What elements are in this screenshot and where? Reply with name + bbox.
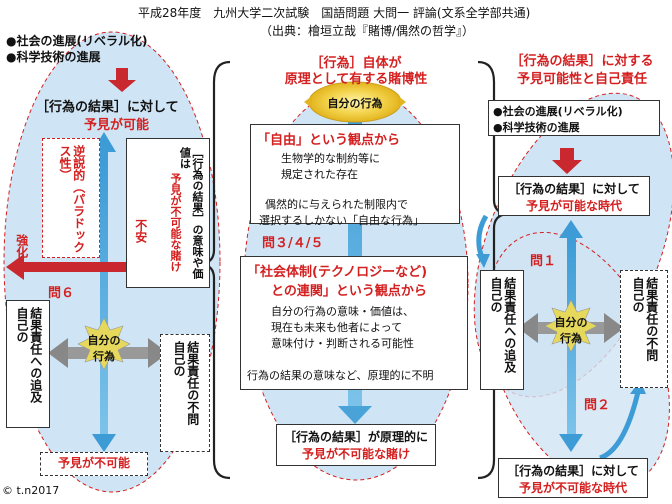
right-gray-arrow-right xyxy=(604,313,624,343)
right-bottom-box: ［行為の結果］に対して 予見が不可能な時代 xyxy=(498,458,648,498)
left-bottom-box: 予見が不可能 xyxy=(40,452,148,476)
freedom-line3: 偶然的に与えられた制限内で xyxy=(265,198,408,211)
paradox-text: 逆説的（パラドックス性） xyxy=(58,145,86,253)
right-starburst xyxy=(544,299,598,353)
left-down-arrowhead xyxy=(92,434,116,452)
strengthen-shaft xyxy=(22,262,162,272)
left-result-line1: ［行為の結果］に対して xyxy=(36,100,179,115)
paradox-box: 逆説的（パラドックス性） xyxy=(42,138,100,258)
social-line3: 意味付け・判断される可能性 xyxy=(271,337,414,350)
left-noresp-text: 結果責任の不問 自己の xyxy=(172,341,200,437)
left-red-arrow xyxy=(108,68,136,92)
right-self-center: 自分の行為 xyxy=(554,316,588,345)
right-bullets-box: ●社会の進展(リベラル化) ●科学技術の進展 xyxy=(488,100,660,136)
left-gray-arrow-left xyxy=(48,338,68,368)
right-result-line1: ［行為の結果］に対して xyxy=(508,182,640,196)
right-q1: 問１ xyxy=(530,254,557,269)
center-title-1: ［行為］自体が xyxy=(310,56,402,71)
left-tracking-box: 結果責任への追及 自己の xyxy=(6,300,50,428)
right-bottom-line1: ［行為の結果］に対して xyxy=(507,464,639,478)
center-sun-label: 自分の行為 xyxy=(327,97,383,110)
freedom-box: 「自由」という観点から 生物学的な制約等に 規定された存在 偶然的に与えられた制… xyxy=(250,124,460,227)
right-title-1: ［行為の結果］に対する xyxy=(510,54,654,69)
right-title-2: 予見可能性と自己責任 xyxy=(516,72,647,87)
right-down-arrowhead xyxy=(559,434,583,452)
left-noresp-box: 結果責任の不問 自己の xyxy=(160,334,210,452)
left-vertical-shaft xyxy=(100,150,108,440)
copyright: © t.n2017 xyxy=(2,484,60,497)
right-result-line2: 予見が可能な時代 xyxy=(525,199,622,213)
left-bullet-1: ●社会の進展(リベラル化) xyxy=(6,34,148,48)
header-title: 平成28年度 九州大学二次試験 国語問題 大問一 評論(文系全学部共通) xyxy=(138,6,531,20)
left-q6: 問６ xyxy=(48,286,75,301)
freedom-line2: 規定された存在 xyxy=(281,168,358,181)
right-result-box: ［行為の結果］に対して 予見が可能な時代 xyxy=(498,176,650,216)
right-bottom-line2: 予見が不可能な時代 xyxy=(518,481,627,495)
meaning-box: ［行為の結果］の意味や価値は 予見が不可能な賭け 不安 xyxy=(126,138,210,288)
left-gray-arrow-right xyxy=(148,338,168,368)
social-heading-1: 「社会体制(テクノロジーなど) xyxy=(247,265,428,280)
social-box: 「社会体制(テクノロジーなど) との連関」という観点から 自分の行為の意味・価値… xyxy=(240,256,468,390)
left-bullet-2: ●科学技術の進展 xyxy=(6,50,101,64)
left-self-center: 自分の行為 xyxy=(87,334,121,363)
right-tracking-text: 結果責任への追及 自己の xyxy=(489,277,517,385)
left-tracking-text: 結果責任への追及 自己の xyxy=(15,307,43,415)
right-tracking-box: 結果責任への追及 自己の xyxy=(480,270,524,390)
meaning-text-1: ［行為の結果］の意味や価値は xyxy=(178,147,204,279)
right-q2: 問２ xyxy=(584,398,611,413)
header-source: （出典：檜垣立哉『賭博/偶然の哲学』） xyxy=(260,24,475,38)
right-up-arrowhead xyxy=(559,220,583,238)
center-questions: 問３/４/５ xyxy=(262,236,324,251)
right-noresp-box: 結果責任の不問 自己の xyxy=(620,270,668,388)
right-noresp-text: 結果責任の不問 自己の xyxy=(631,277,659,373)
right-gray-arrow-left xyxy=(518,313,538,343)
center-bottom-line2: 予見が不可能な賭け xyxy=(301,447,410,461)
strengthen-label: 強化 xyxy=(14,234,29,258)
left-bottom-label: 予見が不可能 xyxy=(57,456,130,470)
center-bottom-line1: ［行為の結果］が原理的に xyxy=(283,430,428,444)
center-bottom-box: ［行為の結果］が原理的に 予見が不可能な賭け xyxy=(276,424,436,466)
meaning-text-2: 予見が不可能な賭け xyxy=(169,173,182,272)
freedom-heading: 「自由」という観点から xyxy=(257,133,401,148)
left-result-line2: 予見が可能 xyxy=(84,118,150,133)
freedom-line4: 選択するしかない「自由な行為」 xyxy=(259,214,424,227)
social-unclear: 行為の結果の意味など、原理的に不明 xyxy=(247,369,434,382)
freedom-line1: 生物学的な制約等に xyxy=(281,152,380,165)
right-bullet-1: ●社会の進展(リベラル化) xyxy=(493,105,623,118)
social-line2: 現在も未来も他者によって xyxy=(271,321,403,334)
social-heading-2: との連関」という観点から xyxy=(271,284,427,299)
center-down-arrowhead xyxy=(338,406,372,424)
strengthen-arrowhead xyxy=(6,254,24,280)
right-red-arrow xyxy=(552,148,582,174)
right-curve-arrow-lower xyxy=(599,391,641,461)
social-line1: 自分の行為の意味・価値は、 xyxy=(271,305,414,318)
left-starburst xyxy=(77,317,131,371)
right-bullet-2: ●科学技術の進展 xyxy=(493,121,580,134)
anxiety-text: 不安 xyxy=(133,219,148,243)
center-title-2: 原理として有する賭博性 xyxy=(284,72,428,87)
